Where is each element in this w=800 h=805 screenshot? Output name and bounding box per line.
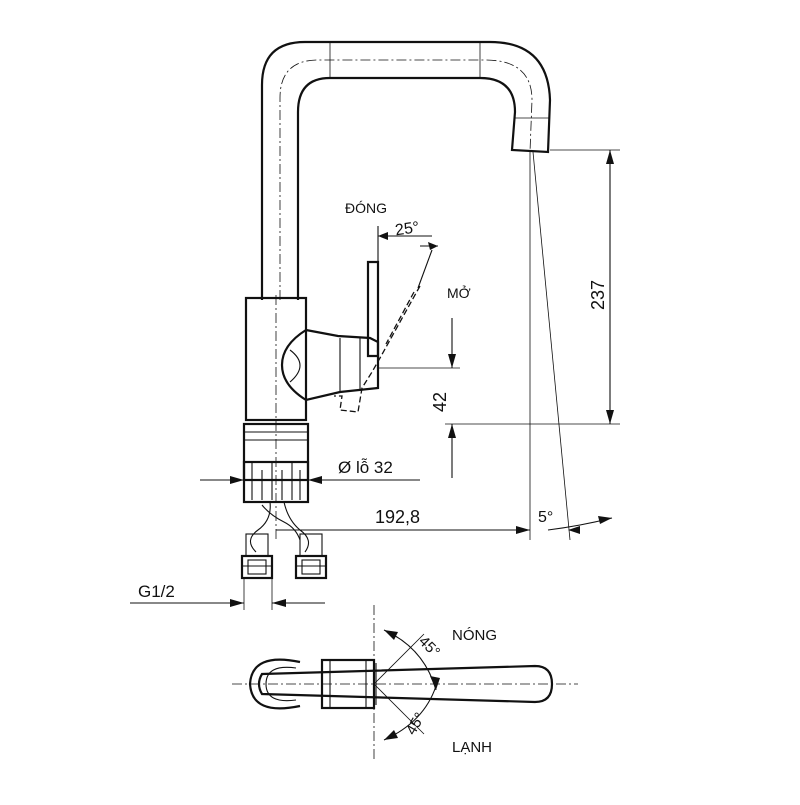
mounting-stud (242, 460, 310, 504)
label-spout-angle: 5° (538, 509, 553, 526)
dimension-handle-angle (377, 226, 438, 289)
top-view-base (248, 658, 301, 710)
mixer-knob (280, 328, 380, 402)
hose-connector-right (294, 533, 328, 580)
dimension-hole (200, 476, 420, 484)
label-hot: NÓNG (452, 627, 497, 644)
label-handle-height: 42 (430, 392, 450, 412)
dimension-spout-angle (500, 151, 613, 541)
label-cold-angle: 45° (403, 710, 429, 738)
label-hole: Ø lỗ 32 (338, 458, 393, 477)
label-thread: G1/2 (138, 582, 175, 601)
hose-connector-left (240, 533, 274, 580)
dimension-reach (276, 152, 531, 540)
label-mo: MỞ (447, 284, 471, 301)
dimension-handle-height (378, 318, 460, 478)
handle-closed (366, 260, 380, 358)
faucet-side-view (240, 40, 552, 580)
dimension-thread (130, 578, 325, 610)
dimension-hot-angle (373, 629, 440, 691)
label-spout-height: 237 (588, 280, 608, 310)
label-reach: 192,8 (375, 507, 420, 527)
label-cold: LẠNH (452, 739, 492, 756)
dimension-cold-angle (373, 683, 437, 741)
faucet-top-view (232, 605, 578, 760)
top-view-spout (257, 664, 554, 704)
label-handle-angle: 25° (394, 219, 420, 239)
label-dong: ĐÓNG (345, 200, 387, 216)
dimension-spout-height (445, 149, 620, 425)
handle-open-dashed (334, 285, 421, 413)
spout-center-line (279, 59, 533, 300)
spout-body (260, 40, 552, 300)
